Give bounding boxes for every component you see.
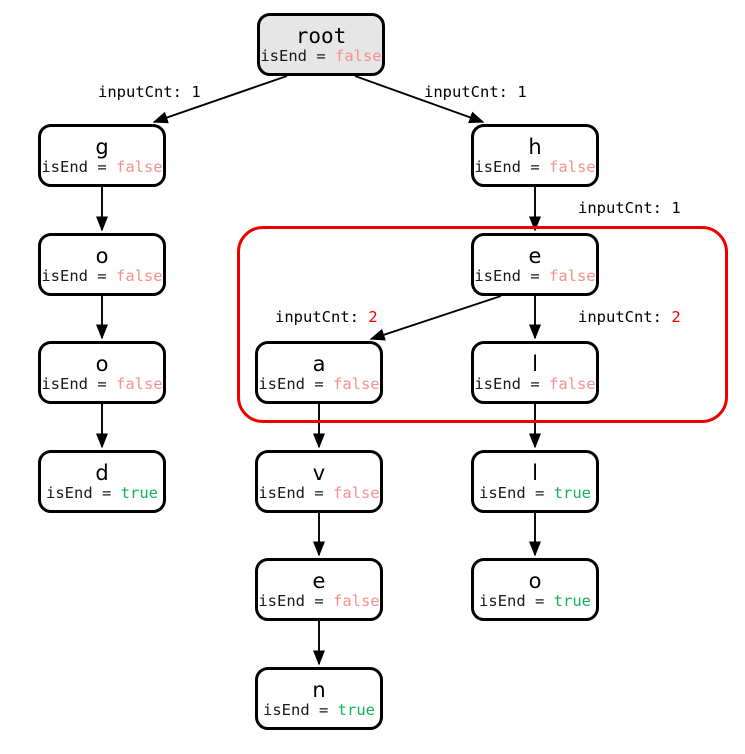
node-char: a [312, 351, 326, 376]
isend-value: false [548, 266, 596, 285]
node-char: h [528, 134, 542, 159]
label-h-e: inputCnt: 1 [578, 200, 681, 217]
node-isend-flag: isEnd = false [258, 374, 380, 393]
inputcnt-label: inputCnt: [424, 83, 518, 101]
node-isend-flag: isEnd = true [479, 591, 591, 610]
node-char: l [532, 460, 538, 485]
node-char: l [532, 351, 538, 376]
inputcnt-value: 1 [671, 199, 681, 217]
isend-value: true [553, 483, 591, 502]
isend-value: false [115, 157, 163, 176]
isend-label: isEnd = [46, 483, 121, 502]
node-isend-flag: isEnd = false [41, 266, 163, 285]
node-char: o [95, 351, 109, 376]
inputcnt-value: 1 [517, 83, 527, 101]
isend-label: isEnd = [258, 483, 333, 502]
node-char: n [312, 677, 326, 702]
isend-value: false [548, 157, 596, 176]
isend-label: isEnd = [474, 157, 549, 176]
node-char: d [95, 460, 109, 485]
label-e-l: inputCnt: 2 [578, 309, 681, 326]
isend-value: false [115, 374, 163, 393]
node-isend-flag: isEnd = false [258, 591, 380, 610]
node-char: g [95, 134, 109, 159]
node-isend-flag: isEnd = false [474, 157, 596, 176]
node-isend-flag: isEnd = false [474, 374, 596, 393]
isend-value: false [115, 266, 163, 285]
node-isend-flag: isEnd = false [41, 374, 163, 393]
isend-value: true [553, 591, 591, 610]
node-isend-flag: isEnd = false [41, 157, 163, 176]
isend-value: true [337, 700, 375, 719]
inputcnt-label: inputCnt: [98, 83, 192, 101]
inputcnt-value: 2 [671, 308, 681, 326]
isend-label: isEnd = [474, 374, 549, 393]
isend-label: isEnd = [41, 157, 116, 176]
inputcnt-label: inputCnt: [578, 199, 672, 217]
node-isend-flag: isEnd = true [479, 483, 591, 502]
isend-label: isEnd = [41, 374, 116, 393]
node-isend-flag: isEnd = true [46, 483, 158, 502]
isend-value: false [332, 591, 380, 610]
isend-label: isEnd = [263, 700, 338, 719]
isend-label: isEnd = [479, 591, 554, 610]
inputcnt-label: inputCnt: [275, 308, 369, 326]
isend-value: false [332, 483, 380, 502]
node-char: e [312, 568, 326, 593]
isend-label: isEnd = [260, 46, 335, 65]
isend-label: isEnd = [258, 374, 333, 393]
label-root-g: inputCnt: 1 [98, 84, 201, 101]
isend-value: false [332, 374, 380, 393]
node-char: root [295, 23, 347, 48]
isend-label: isEnd = [41, 266, 116, 285]
label-root-h: inputCnt: 1 [424, 84, 527, 101]
isend-value: false [334, 46, 382, 65]
isend-value: true [120, 483, 158, 502]
isend-label: isEnd = [479, 483, 554, 502]
isend-label: isEnd = [258, 591, 333, 610]
isend-label: isEnd = [474, 266, 549, 285]
node-char: v [312, 460, 326, 485]
node-char: o [95, 243, 109, 268]
inputcnt-label: inputCnt: [578, 308, 672, 326]
node-isend-flag: isEnd = true [263, 700, 375, 719]
node-isend-flag: isEnd = false [258, 483, 380, 502]
node-char: e [528, 243, 542, 268]
inputcnt-value: 2 [368, 308, 378, 326]
inputcnt-value: 1 [191, 83, 201, 101]
highlight-region [237, 226, 728, 423]
node-isend-flag: isEnd = false [474, 266, 596, 285]
node-isend-flag: isEnd = false [260, 46, 382, 65]
label-e-a: inputCnt: 2 [275, 309, 378, 326]
node-char: o [528, 568, 542, 593]
isend-value: false [548, 374, 596, 393]
